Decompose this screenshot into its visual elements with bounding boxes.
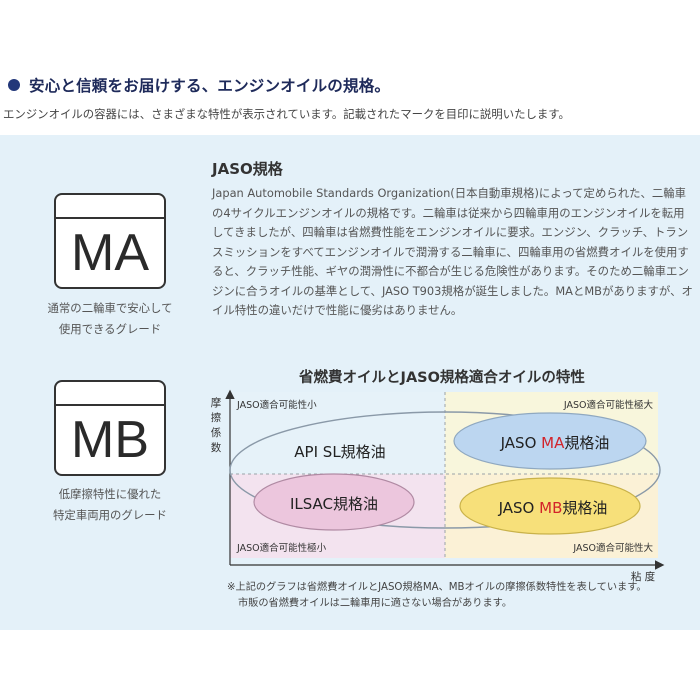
x-axis-label: 粘 度 bbox=[631, 570, 656, 583]
jaso-mb-grade: MB bbox=[539, 499, 562, 517]
jaso-ma-label: JASO MA規格油 bbox=[500, 434, 610, 452]
jaso-body: Japan Automobile Standards Organization(… bbox=[212, 186, 693, 317]
api-sl-label: API SL規格油 bbox=[294, 443, 385, 461]
ma-mark-code: MA bbox=[71, 224, 149, 282]
mark-divider bbox=[56, 404, 164, 406]
jaso-mb-label: JASO MB規格油 bbox=[498, 499, 608, 517]
y-axis-label-char-1: 摩 bbox=[211, 396, 222, 409]
mark-divider bbox=[56, 217, 164, 219]
jaso-mb-suffix: 規格油 bbox=[562, 499, 607, 517]
y-axis-label-char-2: 擦 bbox=[211, 411, 222, 424]
quadrant-label-bottom-right: JASO適合可能性大 bbox=[572, 542, 653, 554]
ma-caption-line: 使用できるグレード bbox=[58, 322, 162, 336]
mb-mark-code: MB bbox=[71, 411, 149, 469]
jaso-ma-prefix: JASO bbox=[500, 434, 542, 452]
quadrant-label-top-left: JASO適合可能性小 bbox=[236, 399, 317, 411]
section-heading: 安心と信頼をお届けする、エンジンオイルの規格。 bbox=[8, 73, 390, 97]
jaso-ma-ellipse bbox=[453, 412, 647, 470]
quadrant-label-top-right: JASO適合可能性極大 bbox=[563, 399, 654, 411]
jaso-ma-grade: MA bbox=[541, 434, 565, 452]
ma-caption-line: 通常の二輪車で安心して bbox=[47, 301, 173, 315]
jaso-title: JASO規格 bbox=[212, 160, 283, 178]
quadrant-label-bottom-left: JASO適合可能性極小 bbox=[236, 542, 327, 554]
ilsac-ellipse bbox=[253, 473, 415, 531]
section-heading-text: 安心と信頼をお届けする、エンジンオイルの規格。 bbox=[29, 77, 391, 95]
jaso-mb-prefix: JASO bbox=[498, 499, 540, 517]
ma-mark: MA bbox=[54, 193, 166, 289]
api-sl-ellipse bbox=[229, 411, 661, 529]
bullet-icon bbox=[8, 79, 20, 91]
jaso-ma-suffix: 規格油 bbox=[564, 434, 609, 452]
footnote-line: ※上記のグラフは省燃費オイルとJASO規格MA、MBオイルの摩擦係数特性を表して… bbox=[227, 582, 647, 593]
intro-text: エンジンオイルの容器には、さまざまな特性が表示されています。記載されたマークを目… bbox=[3, 107, 570, 121]
ma-caption: 通常の二輪車で安心して 使用できるグレード bbox=[25, 298, 195, 340]
footnote-line: 市販の省燃費オイルは二輪車用に適さない場合があります。 bbox=[238, 598, 513, 609]
mb-caption: 低摩擦特性に優れた 特定車両用のグレード bbox=[25, 484, 195, 526]
y-axis-label-char-3: 係 bbox=[211, 427, 222, 439]
footnote: ※上記のグラフは省燃費オイルとJASO規格MA、MBオイルの摩擦係数特性を表して… bbox=[227, 580, 647, 612]
y-axis-label-char-4: 数 bbox=[211, 441, 222, 454]
ilsac-label: ILSAC規格油 bbox=[290, 495, 378, 513]
jaso-mb-ellipse bbox=[459, 477, 641, 535]
mb-caption-line: 低摩擦特性に優れた bbox=[58, 487, 162, 501]
chart-title: 省燃費オイルとJASO規格適合オイルの特性 bbox=[299, 370, 585, 386]
quadrant-top-left bbox=[230, 392, 445, 474]
mb-mark: MB bbox=[54, 380, 166, 476]
mb-caption-line: 特定車両用のグレード bbox=[53, 508, 167, 522]
